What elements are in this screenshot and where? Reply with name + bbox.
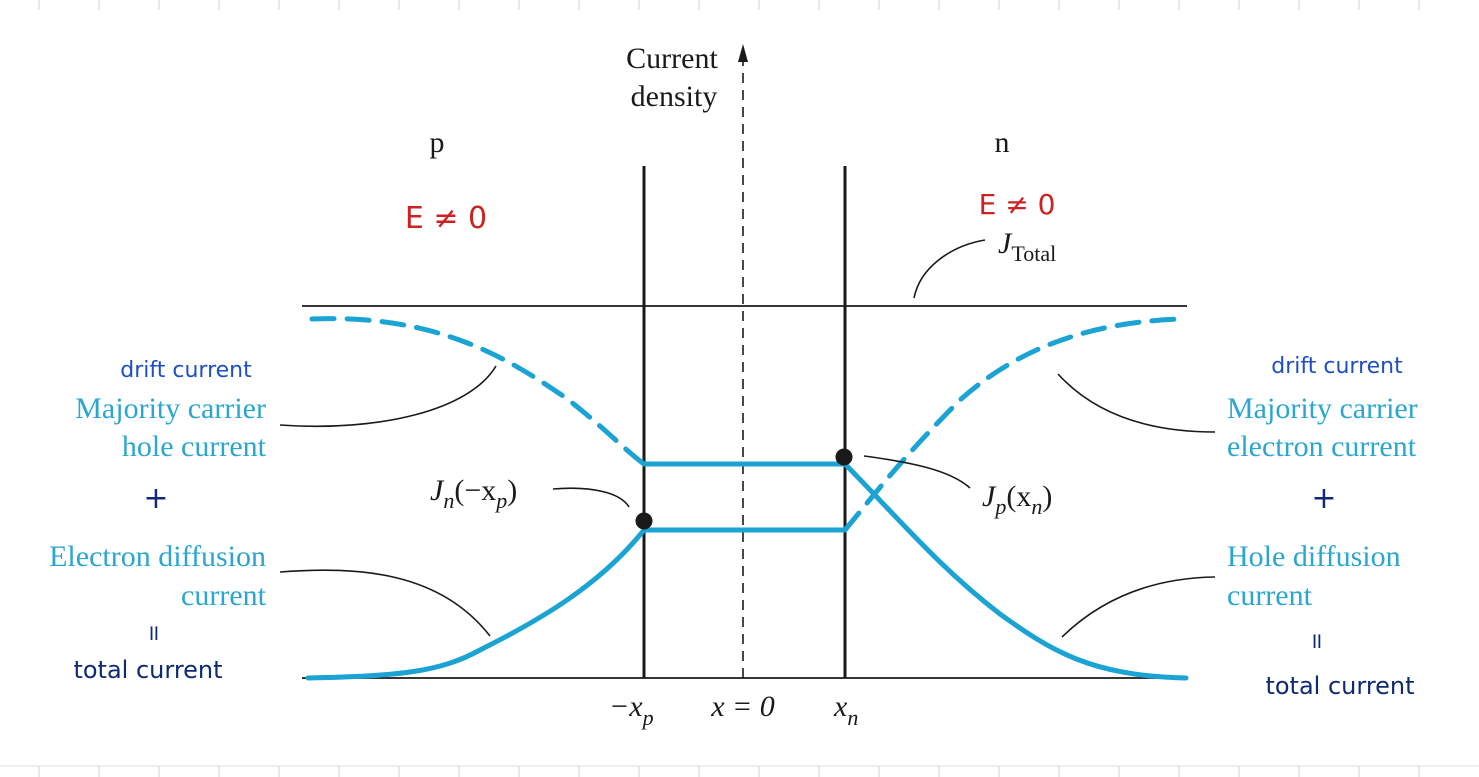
jp-mid: (x [1006, 480, 1031, 513]
jn-main: J [430, 474, 445, 507]
right-plus-note: + [1311, 481, 1336, 516]
leader-left-diffusion [279, 569, 491, 637]
hole-diffusion-n [842, 461, 1189, 681]
left-diffusion-line1: Electron diffusion [49, 540, 266, 573]
leader-right-majority [1057, 373, 1216, 433]
j-total-label: JTotal [998, 227, 1056, 266]
tick-neg-xp-sub: p [641, 705, 654, 730]
left-majority-line2: hole current [122, 430, 267, 463]
left-majority-line1: Majority carrier [75, 392, 266, 425]
field-note-p: E ≠ 0 [405, 201, 487, 236]
left-total-note: total current [73, 656, 222, 684]
leader-jp [863, 455, 971, 489]
right-drift-note: drift current [1271, 354, 1403, 379]
field-note-n: E ≠ 0 [979, 188, 1056, 221]
right-diffusion-line2: current [1227, 579, 1313, 612]
tick-zero: x = 0 [710, 690, 775, 723]
right-total-note: total current [1265, 672, 1414, 700]
tick-xn-main: x [833, 690, 848, 723]
jn-mid: (−x [454, 474, 496, 507]
dot-jp-at-xn [835, 448, 853, 466]
region-n-label: n [995, 126, 1010, 159]
jp-main: J [982, 480, 997, 513]
j-total-main: J [998, 227, 1013, 260]
left-diffusion-line2: current [181, 579, 267, 612]
region-p-label: p [430, 126, 445, 159]
hole-current-p-dashed [309, 316, 647, 467]
tick-xn: xn [833, 690, 858, 730]
electron-diffusion-p [305, 527, 647, 681]
axis-arrowhead [738, 44, 748, 62]
tick-xn-sub: n [847, 705, 858, 730]
axis-label-line2: density [631, 80, 718, 113]
right-majority-line1: Majority carrier [1227, 392, 1418, 425]
left-plus-note: + [143, 481, 168, 516]
jp-end: ) [1042, 480, 1052, 513]
electron-current-n-dashed [842, 316, 1185, 533]
j-total-sub: Total [1011, 241, 1056, 266]
tick-neg-xp: −xp [609, 690, 654, 730]
axis-label-line1: Current [626, 42, 718, 75]
jp-label: Jp(xn) [982, 480, 1052, 519]
leader-jn [552, 487, 630, 508]
leader-left-majority [279, 365, 497, 428]
dot-jn-at-neg-xp [635, 512, 653, 530]
tick-neg-xp-main: −x [609, 690, 643, 723]
edge-tick-marks [38, 0, 1420, 777]
jn-sub2: p [494, 488, 507, 513]
jp-sub2: n [1031, 494, 1042, 519]
jp-sub1: p [993, 494, 1006, 519]
jn-sub1: n [443, 488, 454, 513]
left-drift-note: drift current [120, 358, 252, 383]
left-equals-note: ॥ [146, 621, 159, 646]
jn-label: Jn(−xp) [430, 474, 517, 513]
right-majority-line2: electron current [1227, 430, 1417, 463]
jn-end: ) [507, 474, 517, 507]
leader-right-diffusion [1061, 576, 1216, 638]
leader-jtotal [913, 239, 986, 299]
right-diffusion-line1: Hole diffusion [1227, 540, 1401, 573]
right-equals-note: ॥ [1309, 629, 1322, 654]
